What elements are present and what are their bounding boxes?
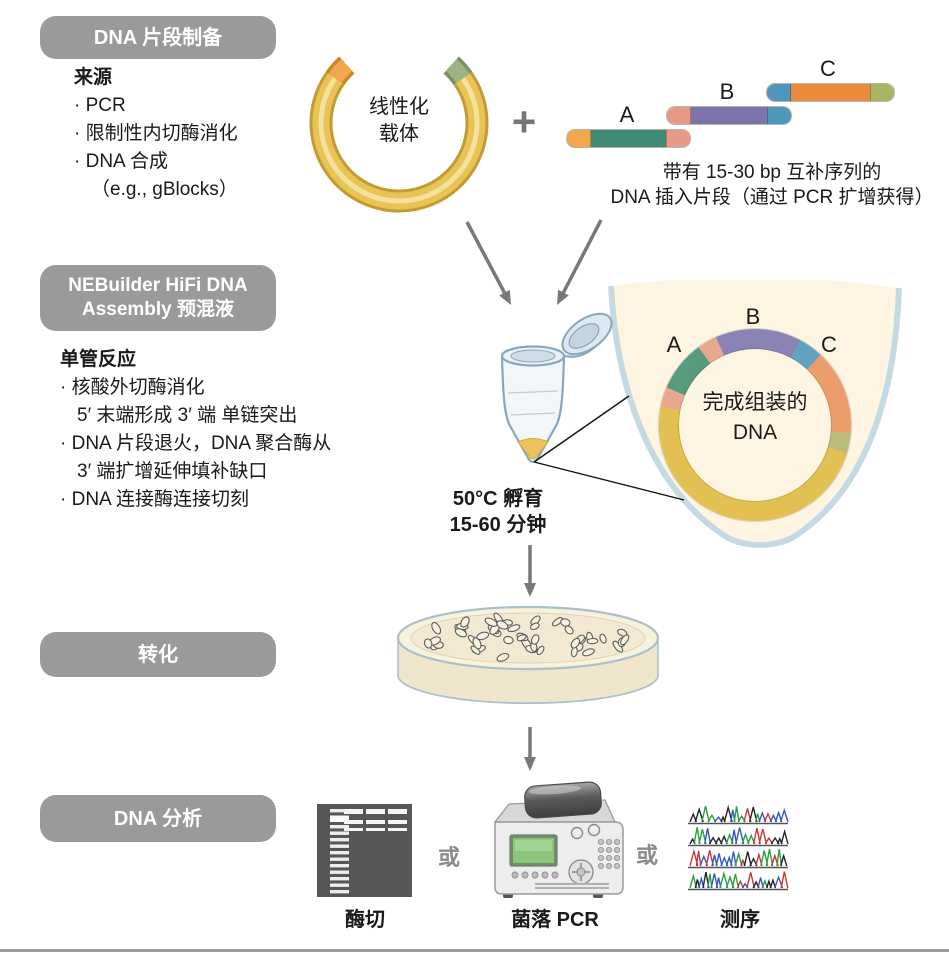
source-heading: 来源 [74, 67, 113, 88]
fragment-b-left-cap [667, 107, 691, 124]
gel-method-label: 酶切 [345, 909, 385, 931]
source-item: · 限制性内切酶消化 [74, 123, 238, 144]
reaction-block: 单管反应 · 核酸外切酶消化 5′ 末端形成 3′ 端 单链突出 · DNA 片… [60, 346, 331, 514]
petri-dish [396, 605, 660, 704]
linearized-vector-graphic [309, 56, 489, 213]
seq-method-label: 测序 [720, 909, 760, 931]
incubation-label: 50°C 孵育 15-60 分钟 [449, 488, 547, 536]
reaction-line: 3′ 端扩增延伸填补缺口 [77, 461, 268, 482]
step-pill-dna-prep: DNA 片段制备 [40, 16, 276, 59]
assembled-c-label: C [821, 332, 837, 357]
step-pill-dna-analysis: DNA 分析 [40, 795, 276, 842]
fragment-c-left-cap [767, 84, 791, 101]
reaction-heading: 单管反应 [60, 349, 137, 370]
step-pill-dna-analysis-label: DNA 分析 [113, 807, 203, 830]
reaction-line: 5′ 末端形成 3′ 端 单链突出 [77, 405, 298, 426]
source-item: · PCR [74, 95, 126, 116]
fragment-c-right-cap [870, 84, 894, 101]
assembled-a-label: A [666, 332, 682, 357]
fragment-c-label: C [820, 56, 836, 81]
insert-caption: 带有 15-30 bp 互补序列的 DNA 插入片段（通过 PCR 扩增获得） [610, 162, 934, 208]
assembled-dna-ring [659, 329, 851, 521]
step-pill-transformation: 转化 [40, 632, 276, 677]
step-pill-transformation-label: 转化 [138, 643, 178, 666]
step-pill-master-mix-line1: NEBuilder HiFi DNA [68, 275, 248, 296]
fragment-b-right-cap [767, 107, 791, 124]
microcentrifuge-tube [500, 312, 613, 464]
source-item: （e.g., gBlocks） [91, 179, 238, 200]
assembled-b-label: B [745, 304, 761, 329]
or-separator: 或 [636, 843, 659, 868]
thermocycler-icon [493, 781, 624, 898]
step-pill-master-mix: NEBuilder HiFi DNA Assembly 预混液 [40, 265, 276, 331]
bottom-divider [0, 949, 949, 952]
step-pill-master-mix-line2: Assembly 预混液 [81, 299, 235, 320]
fragment-a-right-cap [666, 130, 690, 147]
plus-sign: + [511, 98, 537, 145]
fragment-a-bar [566, 129, 691, 148]
reaction-line: · DNA 片段退火，DNA 聚合酶从 [60, 433, 332, 454]
source-item: · DNA 合成 [74, 151, 168, 172]
fragment-b-bar [666, 106, 792, 125]
sequencing-traces-icon [688, 804, 789, 891]
assembled-dna-label: 完成组装的 DNA [702, 391, 808, 444]
pcr-method-label: 菌落 PCR [511, 909, 599, 931]
reaction-line: · DNA 连接酶连接切刻 [60, 489, 249, 510]
step-pill-dna-prep-label: DNA 片段制备 [93, 26, 223, 49]
gel-electrophoresis-icon [317, 804, 412, 897]
fragment-c-bar [766, 83, 895, 102]
fragment-a-left-cap [567, 130, 591, 147]
reaction-line: · 核酸外切酶消化 [60, 377, 205, 398]
source-block: 来源 · PCR · 限制性内切酶消化 · DNA 合成 （e.g., gBlo… [74, 64, 238, 204]
or-separator: 或 [438, 845, 461, 870]
fragment-a-label: A [619, 102, 635, 127]
fragment-b-label: B [719, 79, 735, 104]
vector-label: 线性化 载体 [369, 96, 429, 145]
bacterial-colonies [423, 612, 630, 662]
